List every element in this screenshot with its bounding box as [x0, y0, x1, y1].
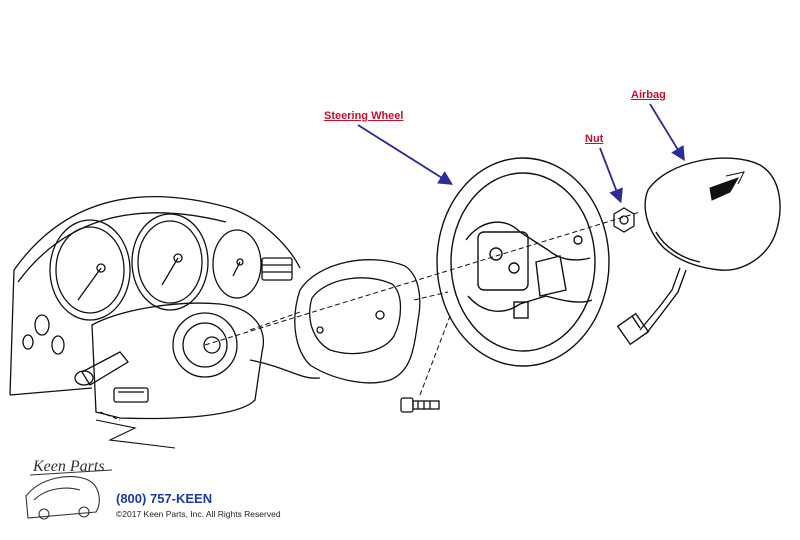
bolt	[400, 397, 440, 413]
airbag-module	[616, 157, 781, 346]
assembly-axis	[204, 211, 641, 396]
break-lines	[95, 411, 176, 449]
steering-wheel-arrow	[357, 124, 454, 185]
steering-column	[74, 302, 321, 420]
nut-label: Nut	[585, 133, 604, 145]
small-gauge	[212, 229, 262, 299]
clock-spring	[172, 312, 238, 378]
speedometer-gauge	[49, 219, 131, 321]
column-cover	[294, 259, 421, 384]
nut-arrow	[599, 147, 623, 204]
phone-number[interactable]: (800) 757-KEEN	[116, 491, 213, 506]
turn-signal-stalk	[81, 351, 129, 386]
steering-wheel	[436, 157, 610, 367]
copyright-notice: ©2017 Keen Parts, Inc. All Rights Reserv…	[116, 509, 281, 519]
airbag-arrow	[649, 103, 685, 162]
tachometer-gauge	[131, 213, 209, 311]
dashboard-cluster	[9, 196, 301, 396]
callout-arrows	[357, 103, 685, 204]
svg-text:Keen Parts: Keen Parts	[32, 458, 105, 475]
nut	[613, 207, 635, 233]
airbag-label: Airbag	[631, 89, 666, 101]
corvette-emblem	[709, 171, 745, 201]
keen-parts-logo: Keen Parts	[25, 458, 113, 520]
steering-wheel-label: Steering Wheel	[324, 110, 404, 122]
